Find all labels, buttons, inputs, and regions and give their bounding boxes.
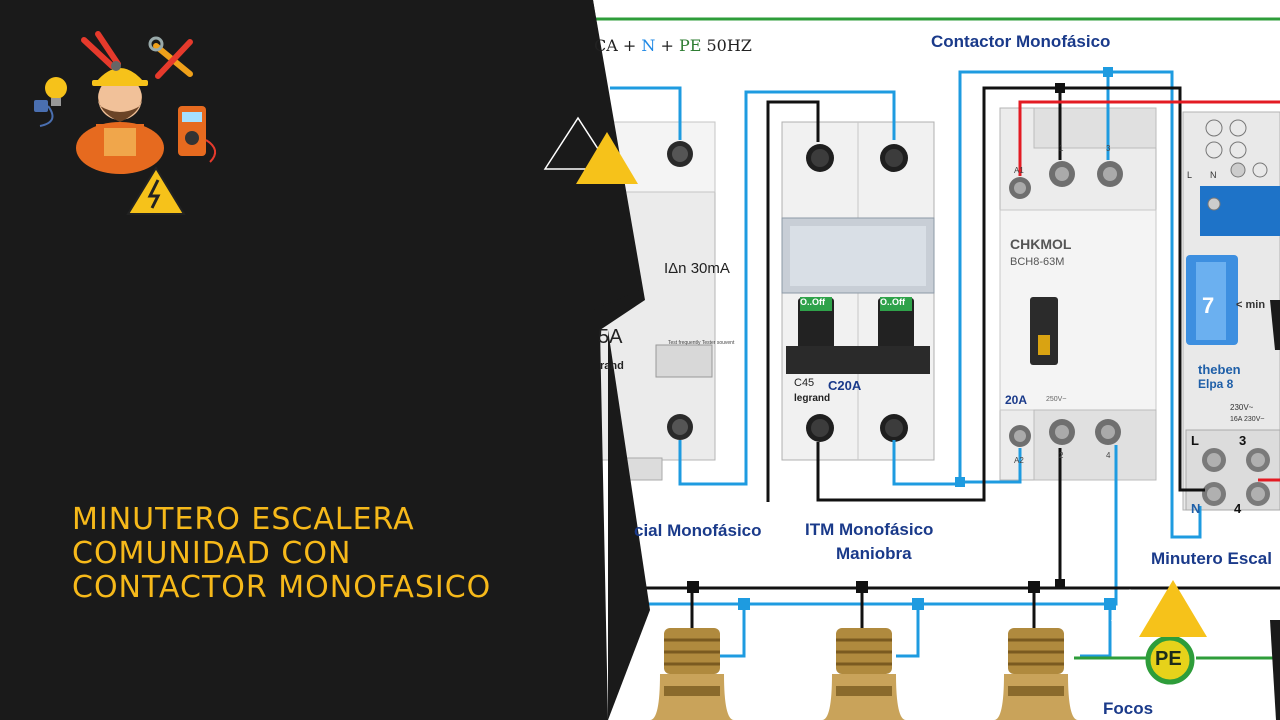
title-panel — [0, 0, 645, 720]
light-bulb-icon — [45, 77, 67, 106]
light-bulb-3 — [994, 628, 1078, 720]
contactor — [999, 107, 1157, 481]
outline-triangle-icon — [543, 116, 613, 170]
pliers-icon — [81, 31, 121, 71]
neutral-wires — [610, 70, 1202, 658]
warning-triangle-icon-2 — [1139, 580, 1207, 637]
wire-junctions — [687, 67, 1116, 610]
wrench-screwdriver-icon — [148, 36, 193, 79]
light-bulb-2 — [822, 628, 906, 720]
itm-breaker — [781, 121, 935, 461]
multimeter-icon — [178, 106, 217, 163]
light-bulb-1 — [650, 628, 734, 720]
pe-symbol-icon — [1145, 635, 1195, 685]
electrician-avatar-icon — [76, 68, 164, 174]
warning-triangle-icon — [576, 132, 638, 184]
red-wires — [1018, 100, 1280, 482]
plug-icon — [34, 100, 54, 127]
stair-timer — [1182, 111, 1280, 511]
high-voltage-warning-icon — [126, 166, 186, 215]
